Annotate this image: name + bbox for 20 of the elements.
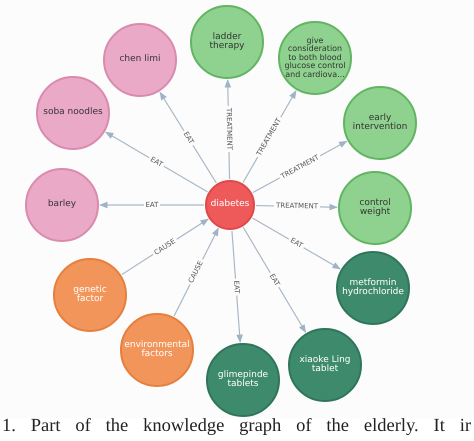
treatment-node: ladder therapy: [190, 5, 264, 79]
arrow: [105, 132, 208, 192]
food-node: soba noodles: [36, 76, 110, 150]
treatment-node: give consideration to both blood glucose control and cardiova...: [278, 21, 352, 95]
drug-node: glimepinde tablets: [206, 343, 280, 417]
food-node: barley: [25, 168, 99, 242]
treatment-node: control weight: [338, 171, 412, 245]
disease-node: diabetes: [205, 180, 255, 230]
treatment-node: early intervention: [343, 86, 417, 160]
arrow: [160, 92, 217, 184]
cause-node: genetic factor: [53, 258, 127, 332]
figure-caption: 1. Part of the knowledge graph of the elderly. It ir: [2, 416, 471, 437]
arrow: [99, 202, 204, 208]
cause-node: environmental factors: [120, 313, 194, 387]
drug-node: xiaoke Ling tablet: [288, 328, 362, 402]
arrow: [242, 227, 306, 334]
arrow: [252, 218, 341, 270]
food-node: chen limi: [103, 23, 177, 97]
arrow: [231, 230, 243, 343]
drug-node: metformin hydrochloride: [336, 251, 410, 325]
